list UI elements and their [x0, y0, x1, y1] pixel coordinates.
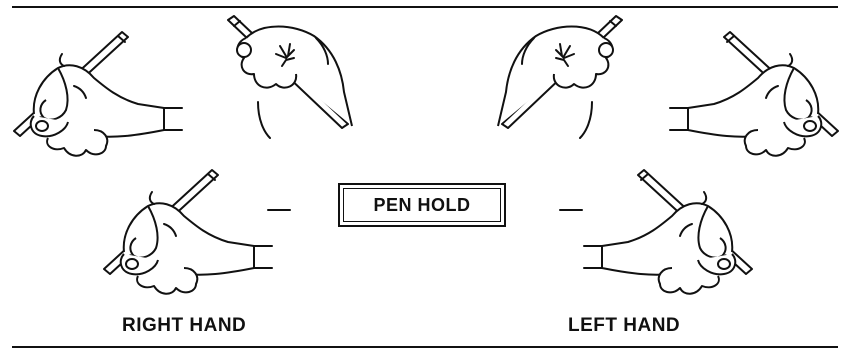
- left-hand-pen-icon: [584, 170, 752, 294]
- title-box: PEN HOLD: [338, 183, 506, 227]
- right-hand-label: RIGHT HAND: [122, 315, 246, 337]
- left-hand-pen-icon: [498, 16, 622, 138]
- right-hand-pen-icon: [104, 170, 272, 294]
- right-hand-pen-icon: [14, 32, 182, 156]
- left-hand-pen-icon: [670, 32, 838, 156]
- page-title: PEN HOLD: [340, 195, 504, 216]
- right-hand-pen-icon: [228, 16, 352, 138]
- left-hand-label: LEFT HAND: [568, 315, 680, 337]
- bottom-rule: [12, 346, 838, 348]
